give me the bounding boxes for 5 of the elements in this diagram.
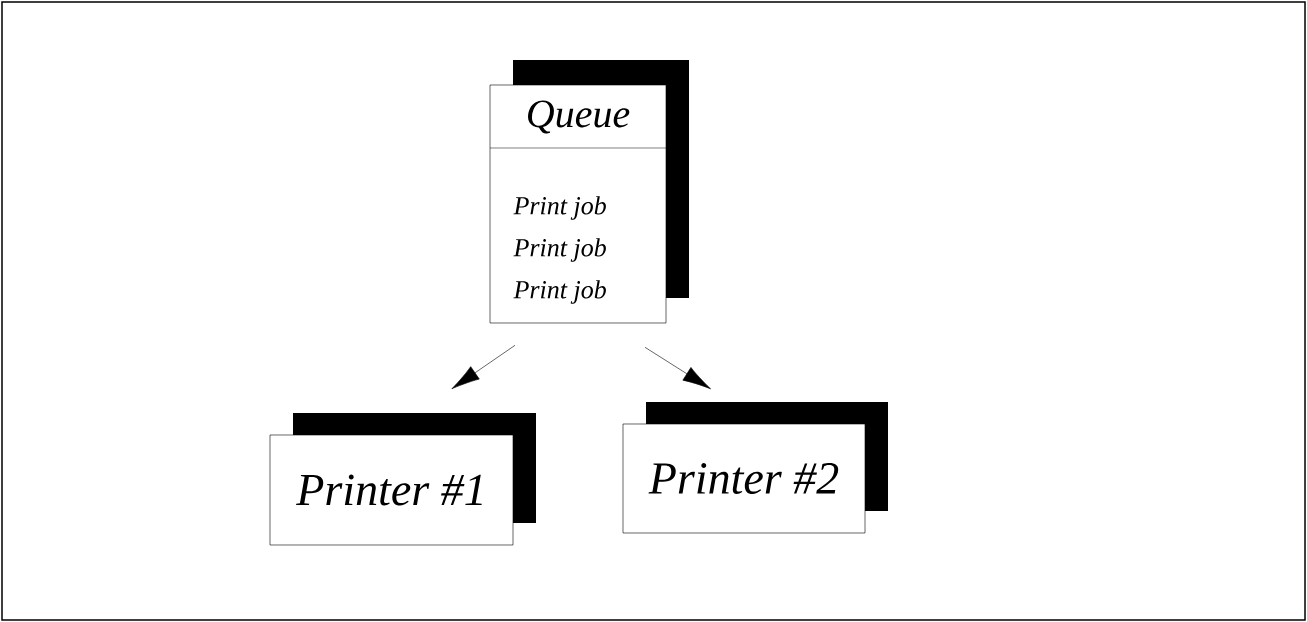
printer-box: Printer #1 [269,413,536,546]
arrow [451,345,516,390]
printer-box: Printer #2 [622,402,888,534]
arrow [644,347,711,390]
queue-box: Queue Print job Print job Print job [489,60,689,324]
